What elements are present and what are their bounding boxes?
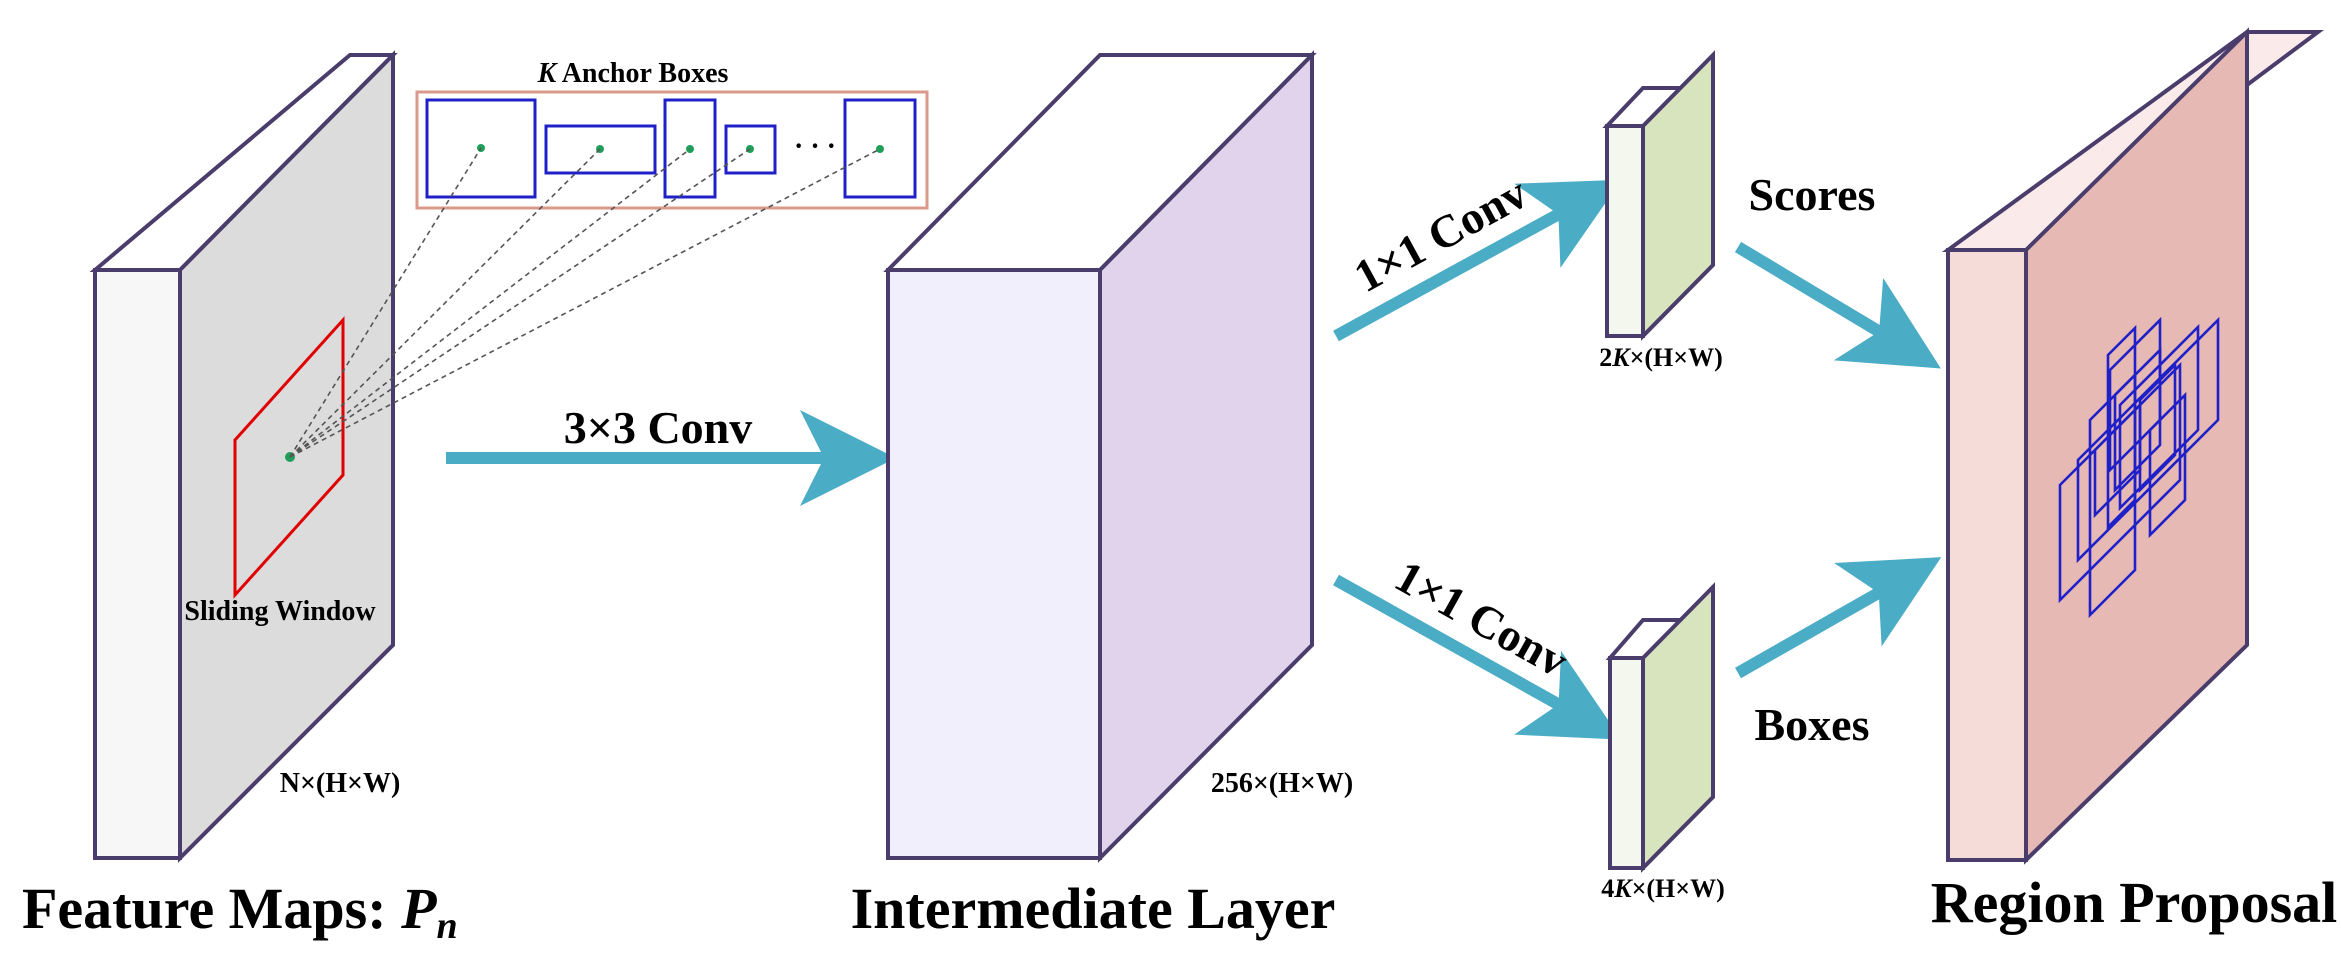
feature-maps-dims: N×(H×W) xyxy=(280,768,401,799)
scores-label: Scores xyxy=(1749,169,1876,220)
anchor-box-4 xyxy=(724,124,777,175)
intermediate-dims: 256×(H×W) xyxy=(1211,768,1353,799)
region-proposal-title: Region Proposal xyxy=(1931,870,2338,935)
conv3x3-label: 3×3 Conv xyxy=(564,402,753,453)
sliding-window-label: Sliding Window xyxy=(184,596,376,627)
boxes-label: Boxes xyxy=(1755,699,1870,750)
anchor-box-1 xyxy=(425,98,537,199)
anchor-projection-lines xyxy=(289,147,881,458)
intermediate-block: 256×(H×W) xyxy=(883,50,1353,863)
cls-conv-arrow xyxy=(1333,179,1622,342)
boxes-arrow xyxy=(1735,557,1942,679)
scores-arrow xyxy=(1734,241,1941,369)
intermediate-side-face xyxy=(1098,50,1314,863)
reg-conv-arrow xyxy=(1333,574,1622,740)
feature-maps-title: Feature Maps: Pn xyxy=(22,876,458,947)
anchor-boxes-panel: K Anchor Boxes · · · xyxy=(289,58,929,458)
reg-branch: 1×1 Conv 4K×(H×W) Boxes xyxy=(1333,550,1942,903)
reg-head-dims: 4K×(H×W) xyxy=(1601,874,1725,903)
intermediate-title: Intermediate Layer xyxy=(851,876,1336,941)
anchor-box-5 xyxy=(843,98,917,199)
cls-branch: 1×1 Conv 2K×(H×W) Scores xyxy=(1333,50,1941,372)
feature-maps-front-face xyxy=(93,268,182,860)
cls-head-front xyxy=(1605,124,1645,338)
region-front-face xyxy=(1946,248,2028,862)
conv3x3-connector: 3×3 Conv xyxy=(446,402,896,506)
cls-head-side xyxy=(1641,50,1715,341)
region-proposal-block xyxy=(1941,27,2325,865)
feature-maps-block: Sliding Window N×(H×W) xyxy=(89,50,401,863)
anchor-box-2 xyxy=(544,124,657,175)
anchor-box-3 xyxy=(663,98,717,199)
anchor-boxes-title: K Anchor Boxes xyxy=(537,58,729,89)
anchor-dot-5 xyxy=(876,145,884,153)
anchor-panel-frame xyxy=(415,90,929,210)
reg-head-front xyxy=(1608,656,1645,870)
proposal-boxes xyxy=(2058,316,2220,619)
sliding-window xyxy=(233,316,345,599)
cls-head-dims: 2K×(H×W) xyxy=(1599,343,1723,372)
anchor-ellipsis: · · · xyxy=(794,131,836,162)
region-side-face xyxy=(2024,27,2249,865)
intermediate-front-face xyxy=(886,268,1102,860)
anchor-dot-3 xyxy=(686,145,694,153)
reg-head-side xyxy=(1641,582,1715,873)
